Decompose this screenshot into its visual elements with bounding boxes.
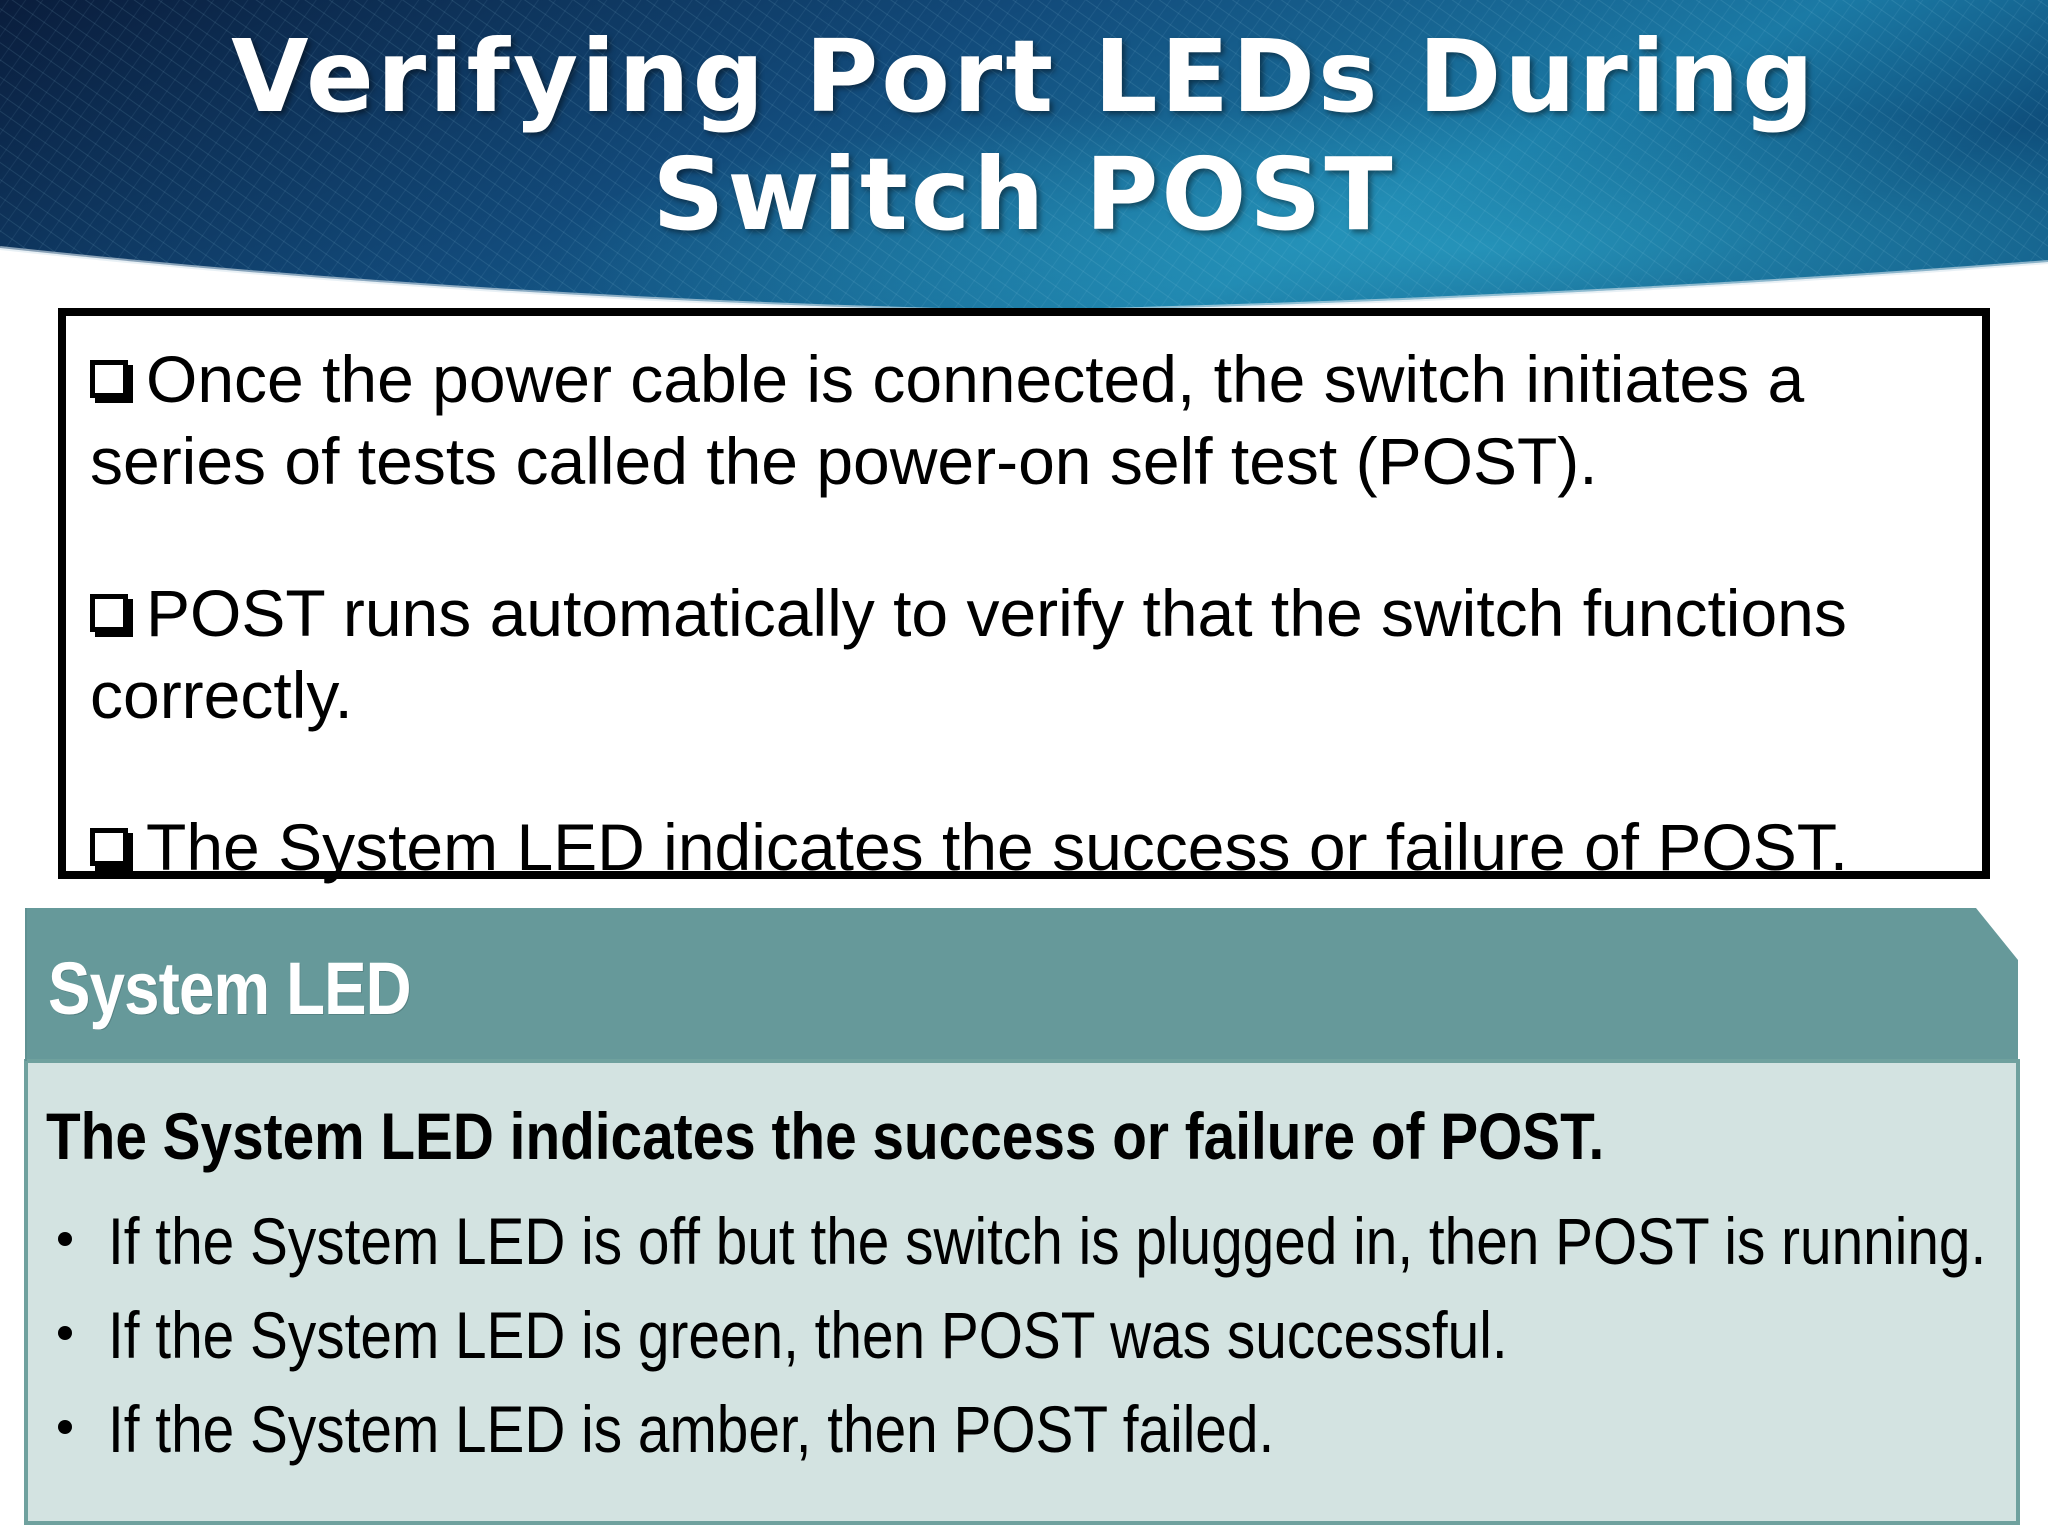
- list-item-text: If the System LED is off but the switch …: [108, 1204, 1987, 1278]
- list-item: If the System LED is green, then POST wa…: [46, 1288, 2006, 1382]
- checkbox-icon: [90, 828, 128, 866]
- banner-background: [0, 0, 2048, 315]
- list-item-text: If the System LED is green, then POST wa…: [108, 1298, 1508, 1372]
- bullet-dot-icon: [58, 1326, 72, 1340]
- bullet-text: POST runs automatically to verify that t…: [90, 576, 1847, 732]
- bullet-text: The System LED indicates the success or …: [146, 810, 1849, 884]
- page-title: Verifying Port LEDs During Switch POST: [231, 18, 1817, 253]
- bullet-item: Once the power cable is connected, the s…: [90, 338, 1962, 502]
- panel-background: [24, 908, 2020, 1525]
- checkbox-icon: [90, 594, 128, 632]
- bullet-dot-icon: [58, 1420, 72, 1434]
- panel-heading: System LED: [48, 947, 412, 1030]
- bullet-text: Once the power cable is connected, the s…: [90, 342, 1805, 498]
- panel-list: If the System LED is off but the switch …: [46, 1194, 2006, 1476]
- bullet-dot-icon: [58, 1232, 72, 1246]
- panel-lead: The System LED indicates the success or …: [46, 1099, 1605, 1173]
- panel-body: The System LED indicates the success or …: [46, 1092, 2006, 1476]
- bullet-item: The System LED indicates the success or …: [90, 806, 1962, 888]
- list-item-text: If the System LED is amber, then POST fa…: [108, 1392, 1275, 1466]
- system-led-panel: System LED The System LED indicates the …: [24, 906, 2024, 1526]
- bullet-box: Once the power cable is connected, the s…: [58, 308, 1990, 884]
- bullet-item: POST runs automatically to verify that t…: [90, 572, 1962, 736]
- list-item: If the System LED is amber, then POST fa…: [46, 1382, 2006, 1476]
- list-item: If the System LED is off but the switch …: [46, 1194, 2006, 1288]
- title-banner: Verifying Port LEDs During Switch POST: [0, 0, 2048, 330]
- checkbox-icon: [90, 360, 128, 398]
